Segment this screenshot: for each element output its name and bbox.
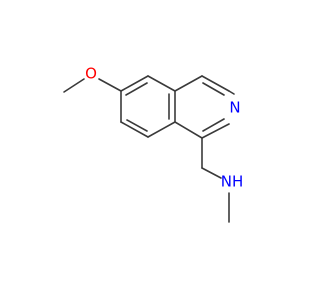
bond-c6-c5 bbox=[120, 75, 149, 92]
bond-n2-c1-inner bbox=[202, 118, 225, 132]
atom-ring-nitrogen: N bbox=[229, 99, 240, 117]
bond-c3-n2 bbox=[228, 90, 235, 95]
bond-n2-c1 bbox=[201, 123, 230, 139]
bonds bbox=[63, 75, 235, 223]
structure-canvas: O N NH bbox=[63, 64, 244, 223]
bond-c4a-c4 bbox=[174, 75, 203, 92]
bond-c4a-c5 bbox=[147, 75, 176, 92]
bond-c7-c8 bbox=[120, 121, 149, 138]
bond-c8-c8a bbox=[147, 121, 176, 138]
bond-c1-c8a bbox=[174, 121, 203, 139]
atom-labels: O N NH bbox=[85, 65, 243, 191]
bond-ch2-n bbox=[201, 167, 222, 179]
bond-methyl-o bbox=[63, 78, 85, 93]
bond-c4-c3-inner bbox=[202, 82, 225, 96]
bond-c4-c3 bbox=[201, 75, 230, 92]
atom-amine-nitrogen: NH bbox=[221, 173, 244, 191]
atom-oxygen: O bbox=[85, 65, 97, 83]
bond-c6-c5-inner bbox=[125, 82, 148, 96]
bond-o-c6 bbox=[98, 78, 122, 92]
molecule-drawing: O N NH bbox=[63, 65, 243, 223]
bond-c7-c8-inner bbox=[126, 119, 148, 132]
